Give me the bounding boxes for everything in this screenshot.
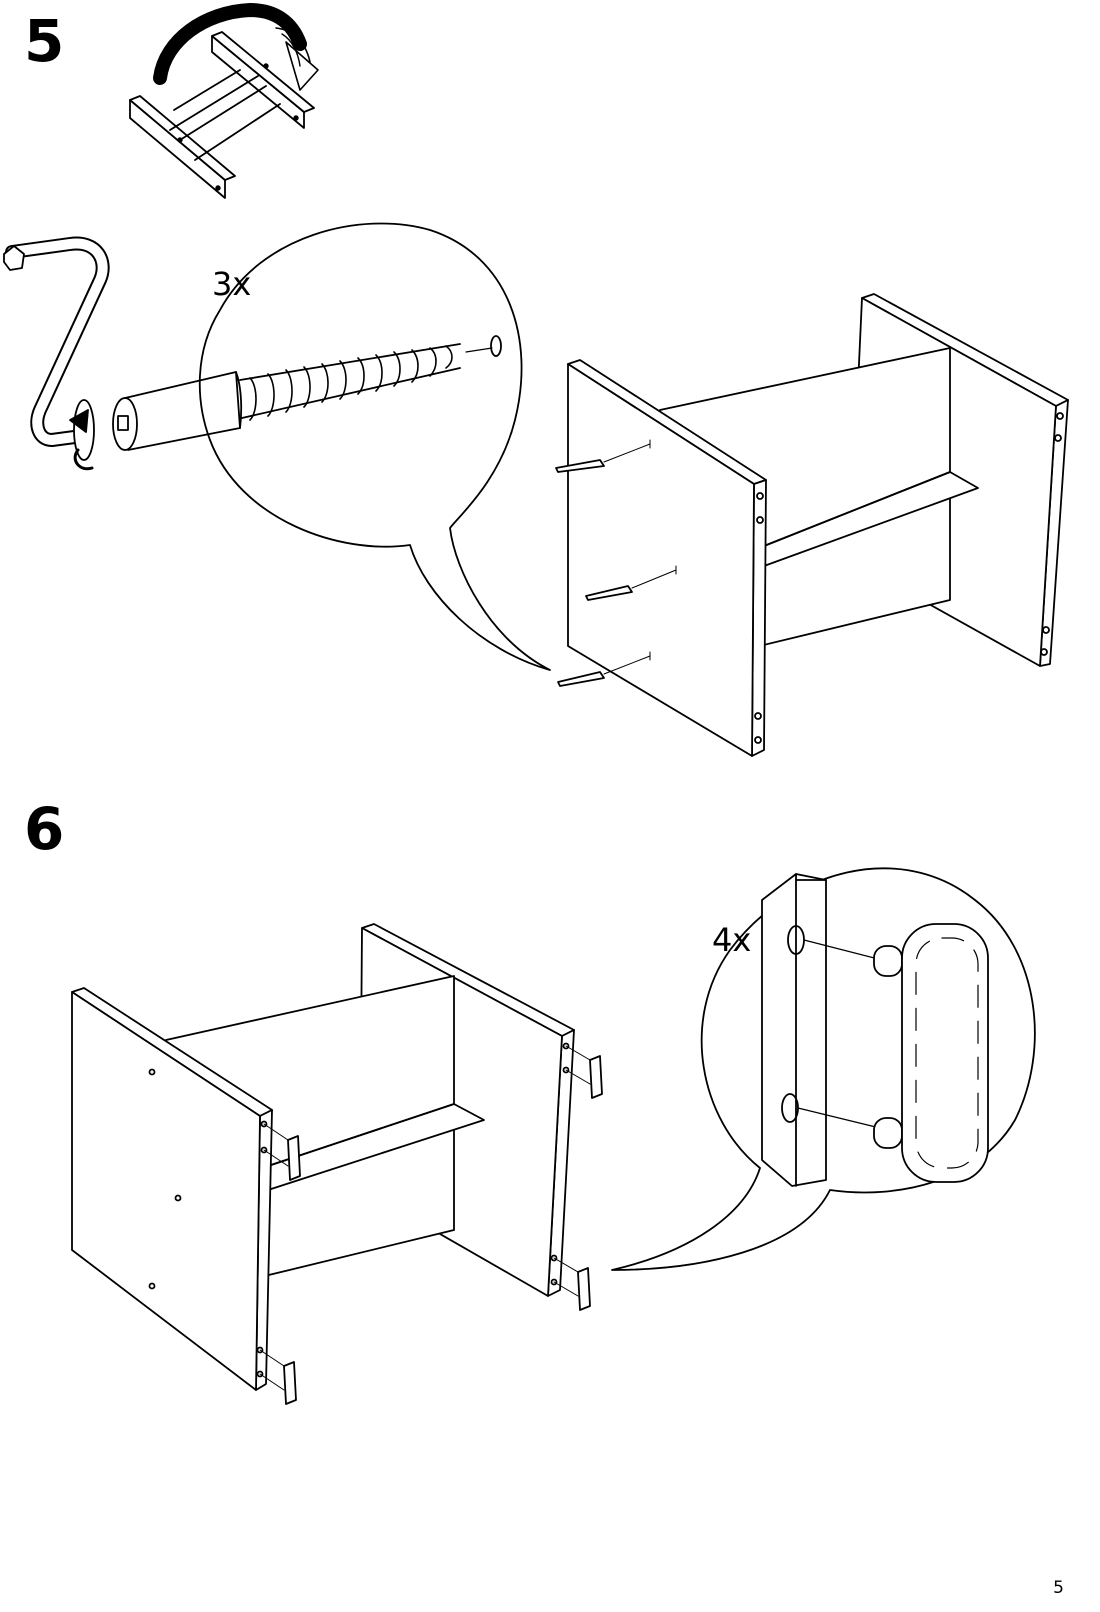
frame-icon-step6 <box>72 924 574 1390</box>
frame-small-icon <box>130 32 314 198</box>
quantity-label-step6: 4x <box>712 924 751 956</box>
hex-key-icon <box>4 244 103 469</box>
page-number: 5 <box>1053 1578 1064 1598</box>
callout-bubble-step5 <box>200 223 550 670</box>
quantity-label-step5: 3x <box>212 268 251 300</box>
frame-icon-step5 <box>568 294 1068 756</box>
step-6-number: 6 <box>24 800 62 858</box>
